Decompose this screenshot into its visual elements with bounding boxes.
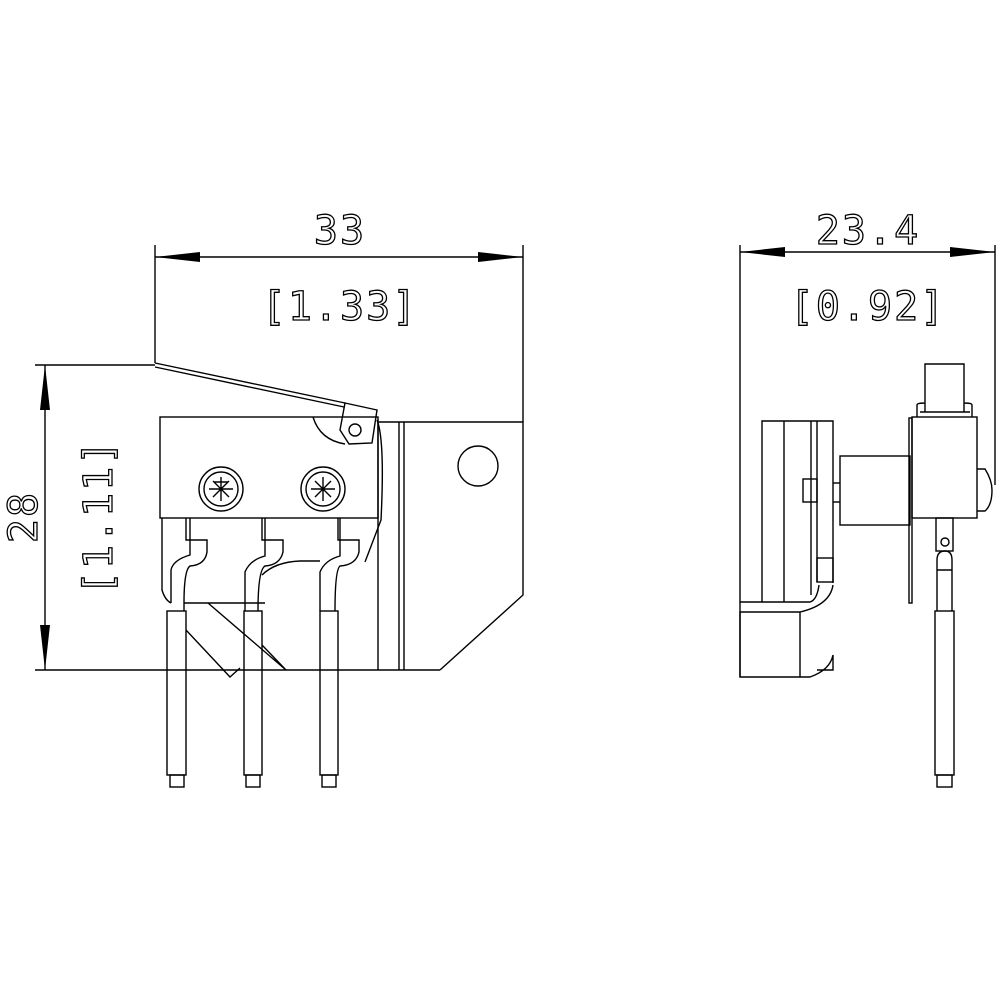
arrow-right-icon	[950, 247, 995, 257]
side-view: 23.4 [0.92]	[739, 207, 996, 788]
pin	[166, 610, 187, 776]
switch-body-side	[911, 416, 978, 519]
screw-icon	[300, 466, 346, 512]
pins	[161, 518, 360, 788]
width-dimension-label: 33	[314, 208, 366, 254]
mounting-plate	[377, 421, 524, 671]
pin	[934, 610, 955, 776]
actuator-cylinder	[839, 455, 911, 526]
width-dimension: 33 [1.33]	[154, 207, 524, 422]
side-plate	[739, 420, 840, 678]
arrow-down-icon	[40, 625, 50, 670]
arrow-up-icon	[40, 365, 50, 410]
lever-actuator	[154, 362, 384, 563]
depth-dimension-inch-label: [0.92]	[790, 284, 947, 330]
switch-body	[159, 416, 379, 519]
screws	[198, 466, 346, 512]
height-dimension: 28 [1.11]	[0, 364, 440, 671]
mounting-hole	[457, 445, 499, 487]
width-dimension-inch-label: [1.33]	[262, 284, 419, 330]
arrow-right-icon	[478, 252, 523, 262]
height-dimension-inch-label: [1.11]	[76, 439, 122, 596]
pin-side	[934, 517, 955, 788]
height-dimension-label: 28	[1, 491, 47, 543]
depth-dimension: 23.4 [0.92]	[739, 207, 996, 677]
depth-dimension-label: 23.4	[816, 208, 920, 254]
arrow-left-icon	[155, 252, 200, 262]
screw-icon	[198, 466, 244, 512]
front-view: 33 [1.33] 28 [1.11]	[0, 207, 524, 788]
pin	[319, 610, 339, 776]
arrow-left-icon	[740, 247, 785, 257]
